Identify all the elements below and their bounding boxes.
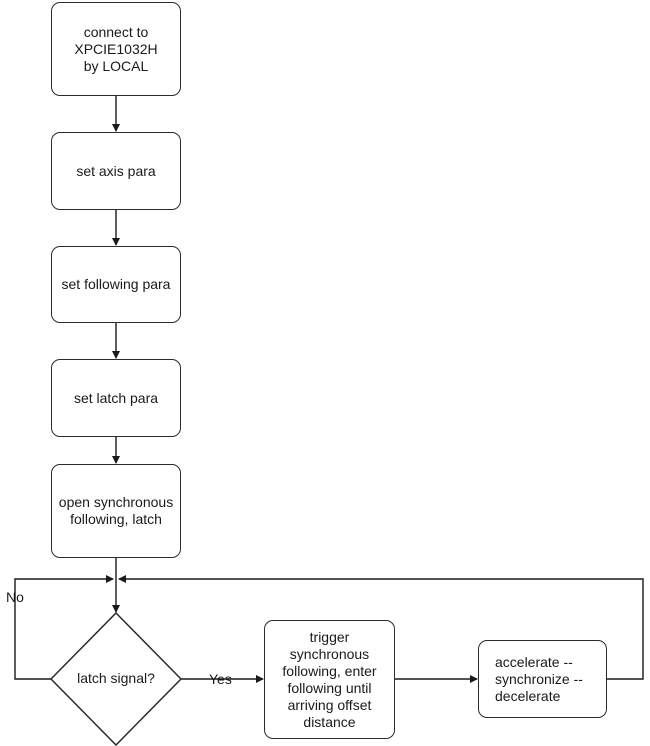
step-set-following-para-text: set following para bbox=[61, 276, 171, 292]
step-accel-sync-decel-text: accelerate -- synchronize -- decelerate bbox=[495, 653, 583, 704]
decision-diamond bbox=[49, 611, 183, 746]
step-open-sync-following: open synchronous following, latch bbox=[51, 464, 181, 558]
step-set-axis-para-text: set axis para bbox=[76, 162, 156, 179]
step-set-latch-para-text: set latch para bbox=[73, 389, 159, 406]
return-loop-line bbox=[118, 575, 644, 680]
step-set-axis-para: set axis para bbox=[51, 132, 181, 210]
step-trigger-sync-following: trigger synchronous following, enter fol… bbox=[264, 620, 395, 739]
branch-label-no: No bbox=[6, 589, 24, 605]
step-accel-sync-decel: accelerate -- synchronize -- decelerate bbox=[478, 640, 607, 718]
branch-label-yes: Yes bbox=[209, 671, 232, 687]
step-open-sync-following-text: open synchronous following, latch bbox=[58, 494, 174, 527]
step-set-latch-para: set latch para bbox=[51, 359, 181, 437]
step-connect-text: connect to XPCIE1032H by LOCAL bbox=[74, 23, 158, 74]
step-trigger-sync-following-text: trigger synchronous following, enter fol… bbox=[282, 628, 377, 730]
decision-label: latch signal? bbox=[77, 670, 155, 686]
step-set-following-para: set following para bbox=[51, 246, 181, 323]
step-connect: connect to XPCIE1032H by LOCAL bbox=[51, 2, 181, 96]
no-loop-line bbox=[14, 575, 114, 680]
